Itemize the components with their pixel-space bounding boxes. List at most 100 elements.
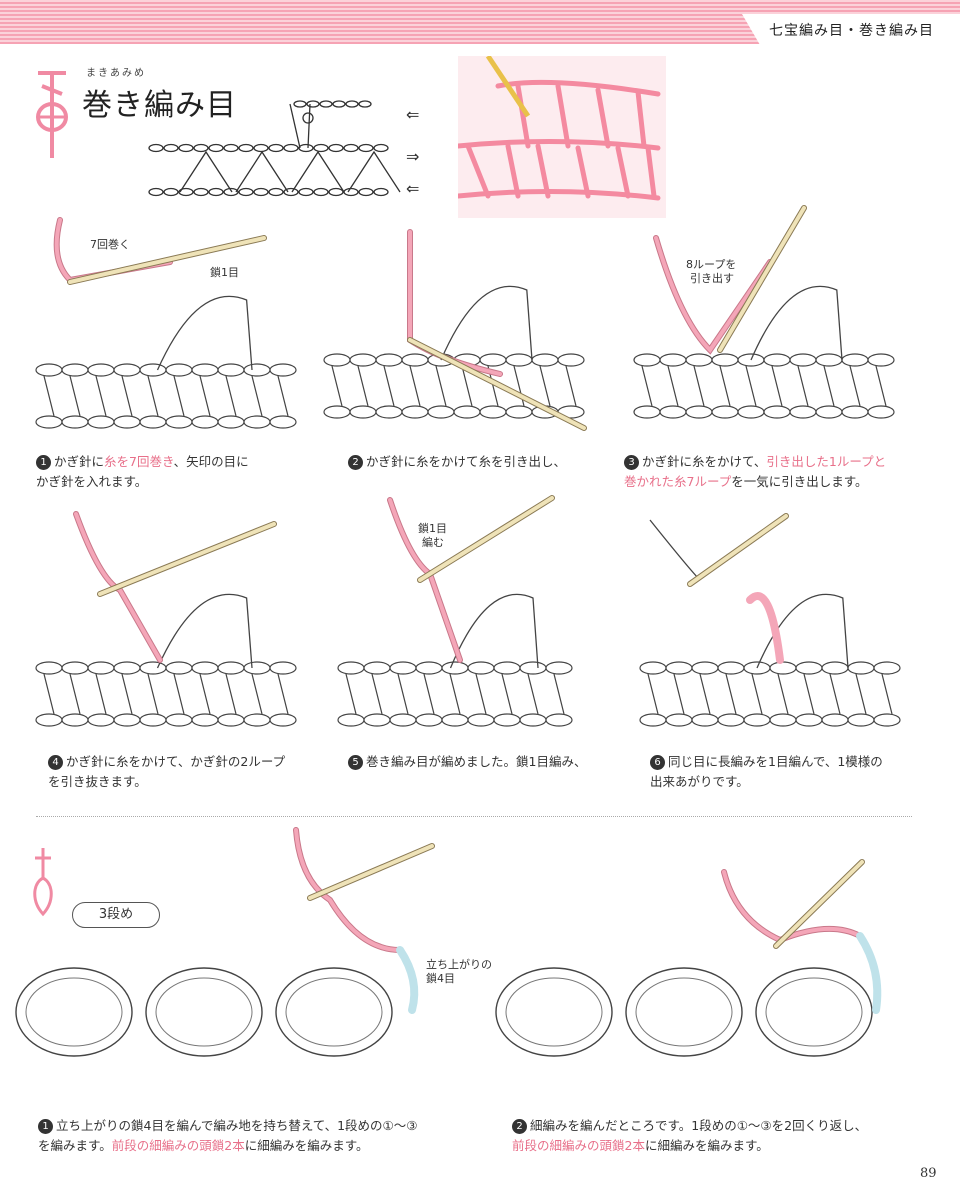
panel-4-chain-loop (165, 661, 193, 675)
bottom-right-mesh-inner (635, 977, 733, 1047)
panel-3-chain-loop (841, 405, 869, 419)
label-wrap-7: 7回巻く (90, 238, 130, 251)
panel-4-post (251, 673, 263, 715)
caption-text: に細編みを編みます。 (644, 1138, 769, 1153)
bottom-2-hook (774, 860, 864, 948)
panel-6-chain-loop (691, 713, 719, 727)
chart-chain-mid (178, 143, 194, 153)
bottom-1-hook (308, 844, 434, 900)
step3-yarn (654, 236, 772, 354)
panel-2-chain-loop (375, 405, 403, 419)
panel-6-post (699, 673, 711, 715)
panel-5-chain-loop (493, 661, 521, 675)
row-badge: 3段め (72, 902, 160, 928)
panel-3-post (641, 365, 653, 407)
panel-5-post (397, 673, 409, 715)
panel-3-chain-loop (763, 353, 791, 367)
panel-6-chain-loop (665, 713, 693, 727)
panel-2-chain-loop (349, 405, 377, 419)
chart-chain-mid (268, 143, 284, 153)
chart-chain (238, 187, 254, 197)
chart-arrow-left-2: ⇐ (406, 179, 420, 198)
chart-chain (298, 187, 314, 197)
step-number-badge: 1 (36, 455, 51, 470)
panel-1-stitch (156, 295, 253, 371)
panel-5-stitch (449, 593, 539, 669)
panel-4-post (43, 673, 55, 715)
caption-text: 、矢印の目に (173, 454, 249, 469)
caption-text: 立ち上がりの鎖4目を編んで編み地を持ち替えて、1段めの①〜③ (56, 1118, 418, 1133)
chart-stitch (291, 150, 345, 193)
panel-6-stitch (756, 593, 849, 669)
step6-hook (688, 514, 788, 586)
caption-text: を引き抜きます。 (48, 774, 147, 789)
panel-4-chain-loop (113, 713, 141, 727)
panel-5-chain-loop (389, 661, 417, 675)
panel-4-chain-loop (243, 713, 271, 727)
panel-5-post (553, 673, 565, 715)
chart-chain-mid (358, 143, 374, 153)
panel-4-chain-loop (113, 661, 141, 675)
panel-2-chain-loop (531, 353, 559, 367)
panel-5-chain-loop (493, 713, 521, 727)
caption-text: 出来あがりです。 (650, 774, 749, 789)
panel-6-chain-loop (795, 661, 823, 675)
panel-3-chain-loop (789, 353, 817, 367)
label-turn-b: 鎖4目 (426, 972, 455, 985)
panel-6-chain-loop (847, 661, 875, 675)
panel-4-stitch (156, 593, 253, 669)
panel-5-post (449, 673, 461, 715)
chart-post (289, 103, 311, 149)
panel-1-post (251, 375, 263, 417)
panel-4-post (173, 673, 185, 715)
panel-2-post (461, 365, 473, 407)
bottom-right-mesh-loop (495, 967, 613, 1057)
bottom-left-mesh-loop (15, 967, 133, 1057)
bottom-1-yarn (294, 828, 402, 952)
panel-5-chain-loop (519, 713, 547, 727)
panel-3-chain-loop (685, 405, 713, 419)
panel-6-chain-loop (847, 713, 875, 727)
panel-3-post (797, 365, 809, 407)
panel-5-chain-loop (363, 661, 391, 675)
panel-6-post (777, 673, 789, 715)
panel-2-post (565, 365, 577, 407)
chart-chain (328, 187, 344, 197)
panel-5-post (501, 673, 513, 715)
panel-1-post (147, 375, 159, 417)
highlight-text: 引き出した1ループと (766, 454, 887, 469)
label-chain1b-b: 編む (422, 536, 444, 549)
panel-1-chain-loop (243, 415, 271, 429)
panel-1-chain-loop (217, 363, 245, 377)
panel-5-chain-loop (519, 661, 547, 675)
bottom-1-turning-chain (396, 946, 419, 1014)
panel-2-post (409, 365, 421, 407)
chart-chain (373, 187, 389, 197)
bottom-left-mesh-loop (275, 967, 393, 1057)
panel-4-chain-loop (165, 713, 193, 727)
bottom-left-mesh-inner (285, 977, 383, 1047)
chart-chain (163, 187, 179, 197)
bottom-right-mesh-inner (505, 977, 603, 1047)
panel-3-chain-loop (815, 353, 843, 367)
panel-6-chain-loop (717, 661, 745, 675)
label-pull8-b: 引き出す (690, 272, 734, 285)
panel-1-chain-loop (269, 415, 297, 429)
chart-chain (223, 187, 239, 197)
label-chain-1: 鎖1目 (210, 266, 239, 279)
panel-4-chain-loop (87, 661, 115, 675)
panel-2-chain-loop (375, 353, 403, 367)
chart-chain-mid (343, 143, 359, 153)
panel-4-post (199, 673, 211, 715)
panel-1-post (43, 375, 55, 417)
panel-4-chain-loop (269, 661, 297, 675)
panel-5-chain-loop (363, 713, 391, 727)
panel-1-chain-loop (113, 363, 141, 377)
panel-4-chain-loop (217, 661, 245, 675)
